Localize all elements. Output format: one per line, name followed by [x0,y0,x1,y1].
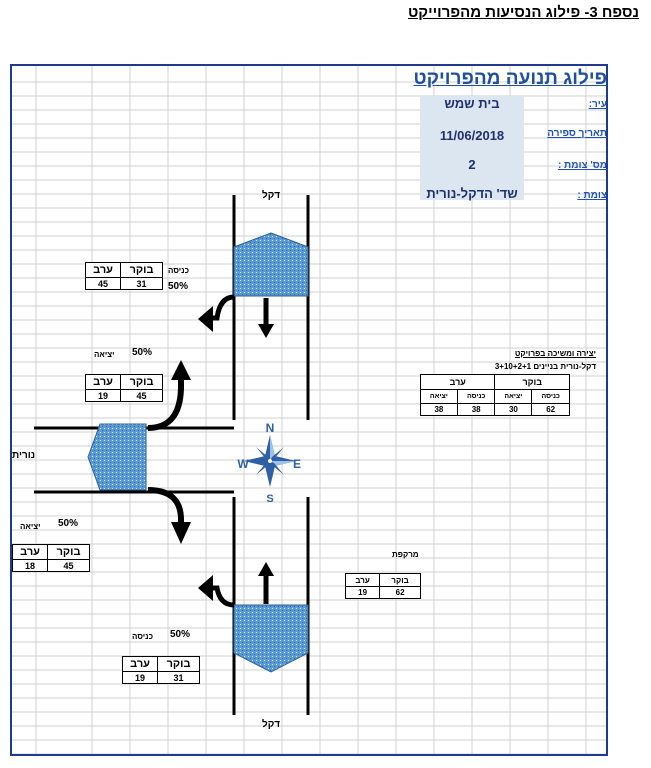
morning-entry-value: 62 [531,403,570,416]
compass-n-label: N [266,421,275,435]
composite-title: מרקפת [392,550,419,559]
junction-name-value: שד' הדקל-נורית [426,186,518,201]
value-morning: 45 [47,559,90,572]
compass-w-label: W [237,457,249,471]
value-evening: 19 [84,389,122,402]
west-down-turn-arrow [147,487,191,544]
value-evening: 18 [11,559,49,572]
south-straight-arrow [258,562,274,604]
street-name-west: נורית [12,450,36,461]
generation-table: ערב בוקר יציאה כניסה יציאה כניסה 38 38 3… [419,374,570,416]
value-morning: 31 [120,277,163,290]
page-title: נספח 3- פילוג הנסיעות מהפרוייקט [407,4,639,21]
street-name-north: דקל [262,190,281,201]
junction-number-value: 2 [468,157,476,172]
city-label: עיר: [588,99,607,110]
evening-exit-header: יציאה [420,389,458,404]
morning-exit-value: 30 [494,403,533,416]
evening-entry-header: כניסה [456,389,496,404]
city-value: בית שמש [444,96,500,111]
sheet-title: פילוג תנועה מהפרויקט [413,68,607,89]
compass-rose-icon [244,435,296,487]
north-project-block [233,232,309,297]
west-project-block [87,423,147,491]
header-evening: ערב [84,374,122,390]
header-evening: ערב [344,573,381,587]
south-project-block [233,604,309,673]
north-right-turn-arrow [198,294,235,332]
header-morning: בוקר [120,262,163,278]
north-entry-label: כניסה [168,266,190,275]
value-morning: 45 [120,389,163,402]
west-exit-pct: 50% [132,347,153,358]
north-entry-pct: 50% [168,281,189,292]
evening-exit-value: 38 [420,403,458,416]
south-entry-pct: 50% [170,629,191,640]
junction-number-label: מס' צומת : [557,160,607,171]
value-evening: 19 [344,586,381,599]
generation-subtitle: דקל-נורית בניינים 3+10+2+1 [494,362,596,371]
date-value: 11/06/2018 [439,128,505,143]
west-exit-label: יציאה [94,350,115,359]
generation-title: יצירה ומשיכה בפרויקט [514,349,596,358]
value-morning: 62 [379,586,421,599]
header-morning: בוקר [120,374,163,390]
compass-e-label: E [293,457,301,471]
junction-info-box [420,96,524,200]
compass-s-label: S [266,493,273,505]
west-up-turn-arrow [147,360,191,431]
header-morning: בוקר [47,544,90,560]
evening-entry-value: 38 [456,403,496,416]
value-morning: 31 [157,671,200,684]
north-straight-arrow [258,298,274,338]
south-left-turn-arrow [198,575,235,608]
header-morning: בוקר [379,573,421,587]
morning-exit-header: יציאה [494,389,533,404]
junction-name-label: צומת : [577,190,607,201]
street-name-south: דקל [262,719,281,730]
header-morning: בוקר [494,374,570,390]
value-evening: 45 [84,277,122,290]
header-evening: ערב [121,656,159,672]
morning-entry-header: כניסה [531,389,570,404]
header-evening: ערב [11,544,49,560]
south-entry-label: כניסה [132,632,154,641]
date-label: תאריך ספירה [547,128,607,139]
header-morning: בוקר [157,656,200,672]
header-evening: ערב [419,374,496,390]
value-evening: 19 [121,671,159,684]
west-exit-lower-label: יציאה [20,522,41,531]
west-exit-lower-pct: 50% [58,518,79,529]
header-evening: ערב [84,262,122,278]
